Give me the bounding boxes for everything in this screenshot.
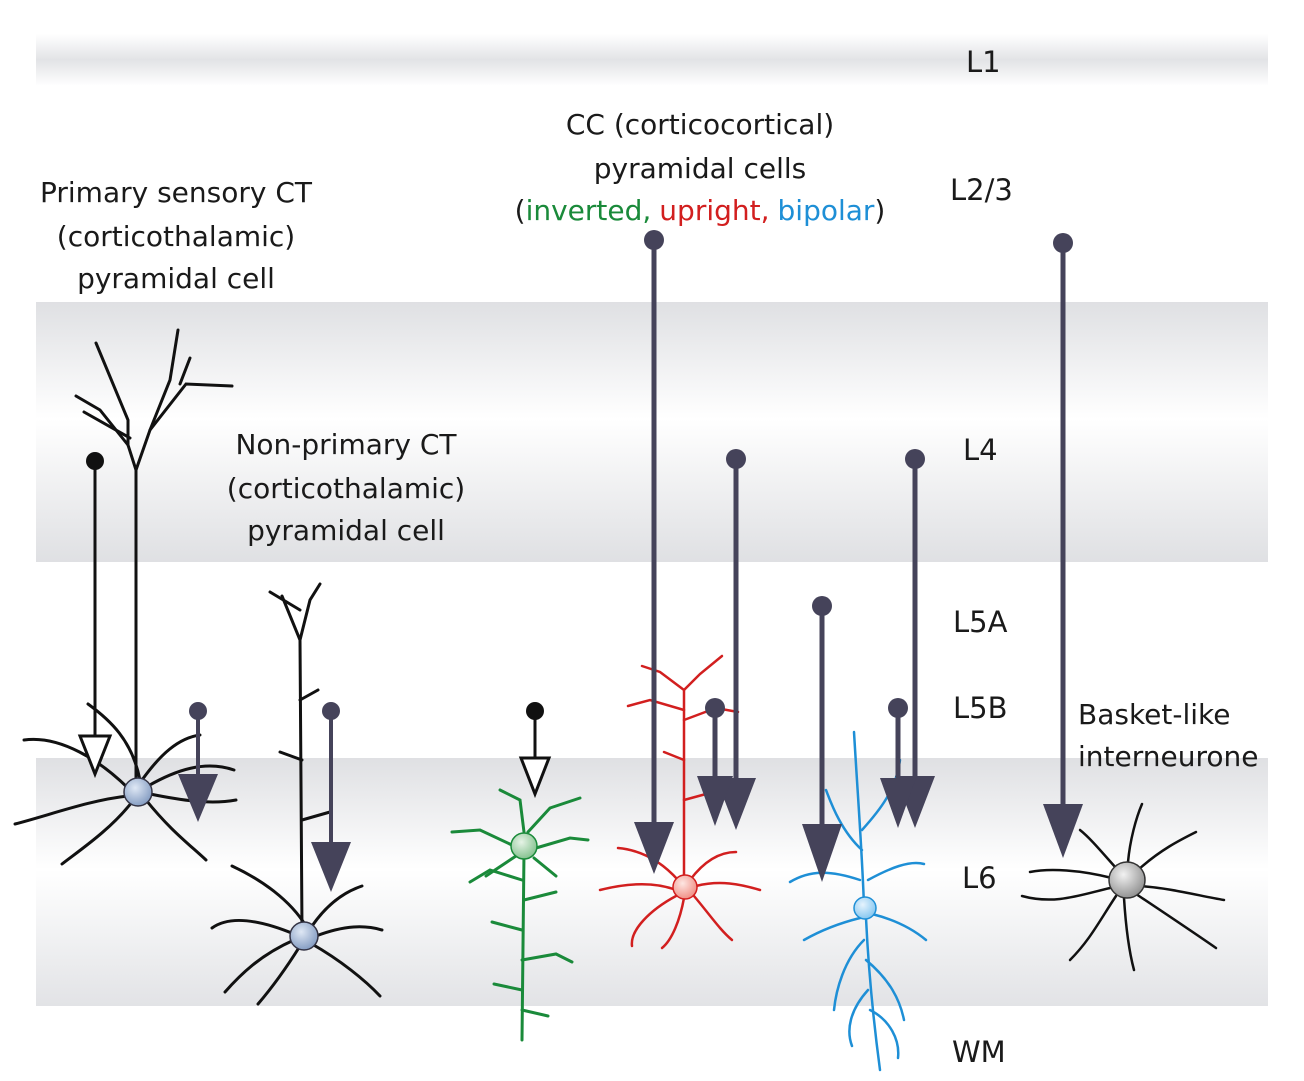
- band-l1: [36, 34, 1268, 86]
- basket-interneurone: [1020, 802, 1226, 972]
- basket-soma: [1108, 861, 1146, 899]
- caption-primary-ct: Primary sensory CT (corticothalamic) pyr…: [40, 176, 313, 295]
- caption-cc-bipolar: bipolar: [778, 194, 875, 227]
- caption-nonprimary-ct-line2: (corticothalamic): [227, 472, 465, 505]
- bipolar-cc-cell: [788, 730, 928, 1072]
- cc-l23-arrow: [634, 230, 674, 874]
- cc-l5b-arrow-bipolar: [880, 698, 916, 828]
- caption-primary-ct-line2: (corticothalamic): [57, 220, 295, 253]
- caption-primary-ct-line1: Primary sensory CT: [40, 176, 313, 209]
- caption-nonprimary-ct-line1: Non-primary CT: [235, 428, 457, 461]
- caption-cc-inverted: inverted,: [526, 194, 652, 227]
- layer-label-l5a: L5A: [953, 605, 1008, 639]
- layer-label-l6: L6: [962, 861, 997, 895]
- layer-label-wm: WM: [952, 1035, 1006, 1069]
- caption-nonprimary-ct-line3: pyramidal cell: [247, 514, 445, 547]
- upright-cc-cell: [598, 654, 762, 950]
- inverted-cc-soma: [510, 832, 538, 860]
- upright-cc-soma: [672, 874, 698, 900]
- caption-cc-line2: pyramidal cells: [594, 152, 806, 185]
- caption-cc-upright: upright,: [659, 194, 769, 227]
- caption-basket: Basket-like interneurone: [1078, 698, 1258, 773]
- inverted-cc-input-arrow: [518, 702, 552, 799]
- primary-ct-l5b-arrow: [178, 702, 218, 822]
- inverted-cc-cell: [450, 788, 590, 1042]
- cc-l5b-arrow-upright: [697, 698, 733, 826]
- caption-cc: CC (corticocortical) pyramidal cells (in…: [515, 108, 886, 227]
- caption-basket-line1: Basket-like: [1078, 698, 1230, 731]
- cc-l5a-arrow-bipolar: [802, 596, 842, 882]
- caption-nonprimary-ct: Non-primary CT (corticothalamic) pyramid…: [227, 428, 465, 547]
- caption-primary-ct-line3: pyramidal cell: [77, 262, 275, 295]
- layer-label-l4: L4: [963, 433, 998, 467]
- primary-ct-soma: [123, 777, 153, 807]
- nonprimary-ct-soma: [289, 921, 319, 951]
- nonprimary-ct-l5b-arrow: [311, 702, 351, 892]
- basket-l23-arrow: [1043, 233, 1083, 858]
- caption-basket-line2: interneurone: [1078, 740, 1258, 773]
- caption-cc-close: ): [874, 194, 885, 227]
- caption-cc-open: (: [515, 194, 526, 227]
- primary-ct-input-arrow: [77, 452, 113, 779]
- bipolar-cc-soma: [853, 896, 877, 920]
- layer-label-l23: L2/3: [950, 173, 1013, 207]
- caption-cc-line3: (inverted,upright, bipolar): [515, 194, 886, 227]
- nonprimary-ct-cell: [210, 582, 384, 1006]
- layer-label-l5b: L5B: [953, 691, 1008, 725]
- caption-cc-line1: CC (corticocortical): [566, 108, 834, 141]
- layer-label-l1: L1: [966, 45, 1001, 79]
